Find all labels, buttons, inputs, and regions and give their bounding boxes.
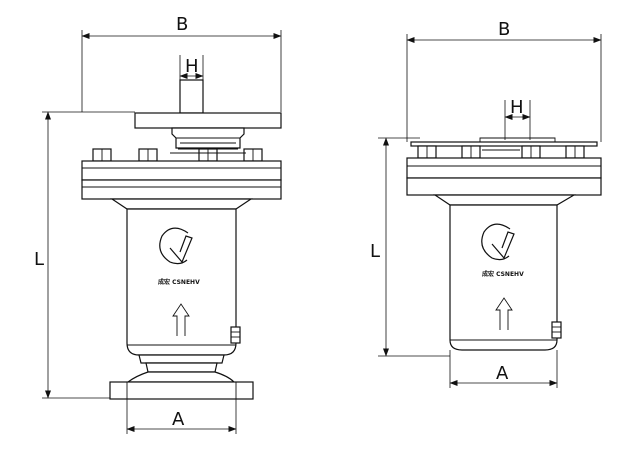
left-clamp-3 — [126, 371, 236, 383]
right-label-a: A — [496, 363, 509, 384]
left-cover-flange — [81, 160, 282, 181]
right-cover-top — [410, 141, 598, 147]
right-view: B H L — [370, 19, 602, 388]
right-label-b: B — [498, 19, 510, 40]
left-clamp-2 — [145, 362, 218, 373]
left-top-stem — [179, 79, 204, 114]
left-lower-flange — [81, 179, 282, 200]
right-brand-text: 成宏 CSNEHV — [482, 270, 524, 278]
left-label-b: B — [176, 14, 188, 35]
left-label-l: L — [34, 249, 44, 270]
right-cover-flange — [406, 157, 602, 179]
right-top-lip — [479, 137, 556, 143]
left-label-h: H — [185, 56, 199, 77]
left-flow-arrow-icon — [172, 303, 190, 336]
left-side-port — [230, 326, 241, 344]
left-taper — [110, 198, 253, 210]
left-base-flange — [109, 381, 254, 400]
right-body — [449, 204, 558, 351]
left-label-a: A — [172, 409, 185, 430]
right-side-port — [551, 321, 562, 339]
left-view: B H L — [34, 14, 282, 434]
right-lower-flange — [406, 177, 602, 196]
left-top-plate — [134, 112, 282, 129]
left-logo — [159, 227, 193, 265]
right-taper — [433, 194, 577, 206]
right-label-h: H — [510, 97, 524, 118]
left-clamp-1 — [138, 354, 225, 364]
right-flow-arrow-icon — [495, 297, 513, 330]
right-logo — [481, 223, 515, 261]
left-brand-text: 成宏 CSNEHV — [158, 278, 200, 286]
right-label-l: L — [370, 241, 380, 262]
